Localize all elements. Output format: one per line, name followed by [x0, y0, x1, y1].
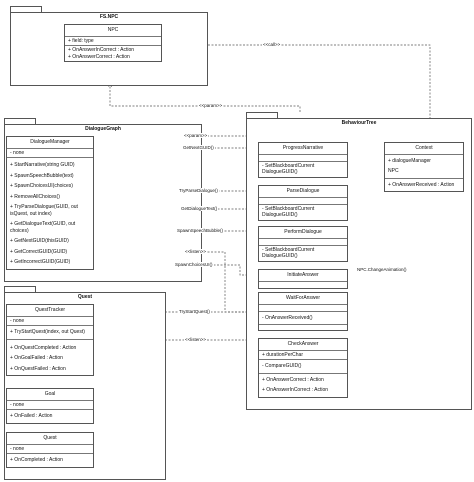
class-method: + TryParseDialogue(GUID, out isQuest, ou… [10, 204, 78, 217]
class-method: + SpawnChoicesUI(choices) [10, 183, 73, 189]
class-event: + OnAnswerInCorrect : Action [262, 387, 329, 393]
edge-label-listen-2: <<listen>> [184, 337, 208, 342]
class-field: - none [10, 317, 25, 324]
class-operation: DialogueGUID() [262, 212, 298, 218]
class-event: + OnQuestCompleted : Action [10, 344, 77, 351]
class-method: + TryStartQuest(index, out Quest) [10, 329, 85, 335]
class-operation: - CompareGUID() [262, 363, 302, 369]
package-tab-quest [4, 286, 36, 293]
edge-label-listen-1: <<listen>> [184, 249, 208, 254]
package-title-behaviour-tree: BehaviourTree [341, 120, 377, 126]
class-operation: - SetBlackboardCurrent [262, 162, 315, 169]
class-name: InitiateAnswer [259, 270, 347, 282]
class-goal: Goal - none + OnFailed : Action [6, 388, 94, 424]
edge-call [200, 45, 431, 140]
class-method: + GetNextGUID(thisGUID) [10, 238, 69, 244]
class-field: NPC [388, 168, 399, 174]
edge-label-try-parse-dialogue: TryParseDialogue() [178, 188, 219, 193]
class-dialogue-manager: DialogueManager - none + StartNarrative(… [6, 136, 94, 270]
package-tab-dialogue-graph [4, 118, 36, 125]
class-npc: NPC + field: type + OnAnswerInCorrect : … [64, 24, 162, 62]
class-perform-dialogue: PerformDialogue - SetBlackboardCurrent D… [258, 226, 348, 262]
edge-label-call: <<call>> [262, 42, 282, 47]
class-member: + OnAnswerCorrect : Action [68, 53, 130, 60]
class-quest-tracker: QuestTracker - none + TryStartQuest(inde… [6, 304, 94, 376]
class-operation: - SetBlackboardCurrent [262, 205, 315, 212]
class-event: + OnCompleted : Action [10, 457, 63, 463]
class-name: Goal [7, 389, 93, 401]
class-name: DialogueManager [7, 137, 93, 149]
class-field: + field: type [68, 37, 94, 44]
edge-label-get-next-guid: GetNextGUID() [182, 145, 215, 150]
class-quest: Quest - none + OnCompleted : Action [6, 432, 94, 468]
class-name: QuestTracker [7, 305, 93, 317]
class-name: CheckAnswer [259, 339, 347, 351]
class-method: + GetIncorrectGUID(GUID) [10, 259, 71, 265]
edge-label-param: <<param>> [183, 133, 209, 138]
class-operation: - OnAnswerReceived() [262, 314, 313, 321]
package-title-dialogue-graph: DialogueGraph [85, 126, 121, 132]
class-name: Context [385, 143, 463, 155]
class-progress-narrative: ProgressNarrative - SetBlackboardCurrent… [258, 142, 348, 178]
package-tab-fs-npc [10, 6, 42, 13]
edge-param-top [110, 84, 301, 112]
edge-label-spawn-speech-bubble: SpawnSpeechBubble() [176, 228, 225, 233]
class-method: + GetDialogueText(GUID, out choices) [10, 221, 76, 234]
class-name: Quest [7, 433, 93, 445]
class-method: + SpawnSpeechBubble(text) [10, 172, 74, 179]
class-name: WaitForAnswer [259, 293, 347, 305]
edge-label-get-dialogue-text: GetDialogueText() [180, 206, 219, 211]
class-event: + OnAnswerReceived : Action [388, 181, 455, 188]
class-operation: - SetBlackboardCurrent [262, 246, 315, 253]
class-event: + OnFailed : Action [10, 413, 53, 419]
class-initiate-answer: InitiateAnswer [258, 269, 348, 289]
class-event: + OnAnswerCorrect : Action [262, 376, 324, 383]
class-check-answer: CheckAnswer + durationPerChar - CompareG… [258, 338, 348, 398]
edge-label-spawn-choices-ui: SpawnChoicesUI() [174, 262, 214, 267]
class-name: NPC [65, 25, 161, 37]
edge-label-try-start-quest: TryStartQuest() [178, 309, 211, 314]
class-context: Context + dialogueManager NPC + OnAnswer… [384, 142, 464, 192]
package-title-quest: Quest [77, 294, 93, 300]
package-title-fs-npc: FS.NPC [99, 14, 119, 20]
class-operation: DialogueGUID() [262, 169, 298, 175]
class-field: + durationPerChar [262, 351, 303, 358]
class-operation: DialogueGUID() [262, 253, 298, 259]
class-event: + OnGoalFailed : Action [10, 355, 63, 361]
class-field: - none [10, 445, 25, 452]
class-method: + StartNarrative(string GUID) [10, 162, 75, 168]
class-field: - none [10, 401, 25, 408]
edge-label-npc-change-animation: NPC.ChangeAnimation() [356, 267, 408, 272]
class-field: - none [10, 149, 25, 156]
class-parse-dialogue: ParseDialogue - SetBlackboardCurrent Dia… [258, 185, 348, 221]
package-tab-behaviour-tree [246, 112, 278, 119]
class-event: + OnQuestFailed : Action [10, 365, 66, 372]
class-field: + dialogueManager [388, 157, 431, 164]
class-name: ParseDialogue [259, 186, 347, 198]
class-wait-for-answer: WaitForAnswer - OnAnswerReceived() [258, 292, 348, 331]
edge-label-param-top: <<param>> [198, 103, 224, 108]
class-method: + GetCorrectGUID(GUID) [10, 248, 68, 255]
class-member: + OnAnswerInCorrect : Action [68, 47, 135, 53]
class-method: + RemoveAllChoices() [10, 193, 60, 200]
class-name: ProgressNarrative [259, 143, 347, 155]
class-name: PerformDialogue [259, 227, 347, 239]
